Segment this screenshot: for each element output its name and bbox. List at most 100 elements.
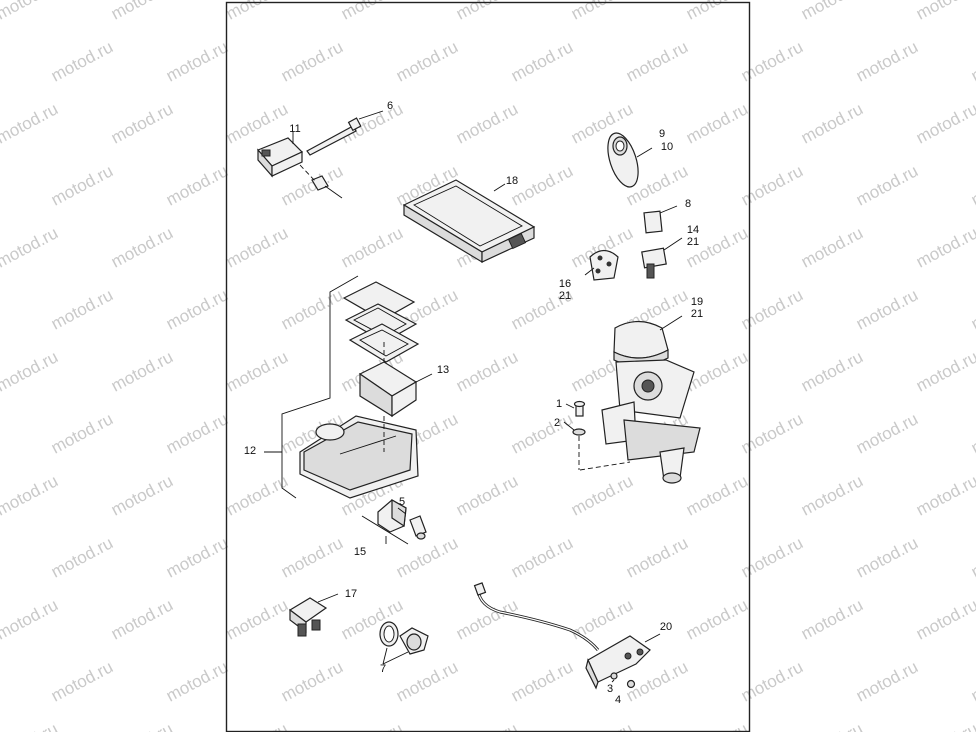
callout-labels: 11 6 18 9 10 8 14 21 16 21 19 21 13 12 1… [244,100,703,706]
callout-19: 19 [691,296,703,308]
callout-3: 3 [607,683,613,695]
watermark-text: motod.ru [163,409,231,457]
watermark-text: motod.ru [163,161,231,209]
watermark-text: motod.ru [393,533,461,581]
watermark-text: motod.ru [0,347,61,395]
watermark-text: motod.ru [738,37,806,85]
callout-12: 12 [244,445,256,457]
watermark-text: motod.ru [738,533,806,581]
watermark-text: motod.ru [508,161,576,209]
watermark-text: motod.ru [108,719,176,732]
watermark-text: motod.ru [968,657,976,705]
callout-13: 13 [437,364,449,376]
watermark-text: motod.ru [278,37,346,85]
callout-6: 6 [387,100,393,112]
cable-tie-part-6 [306,110,384,156]
watermark-text: motod.ru [223,595,291,643]
watermark-text: motod.ru [683,719,751,732]
watermark-text: motod.ru [0,285,1,333]
watermark-text: motod.ru [223,719,291,732]
callout-21a: 21 [687,236,699,248]
watermark-text: motod.ru [508,533,576,581]
watermark-text: motod.ru [0,471,61,519]
watermark-text: motod.ru [108,347,176,395]
watermark-text: motod.ru [913,0,976,24]
callout-11: 11 [289,123,300,135]
grommet-nut-part-7 [379,621,429,665]
watermark-text: motod.ru [798,99,866,147]
callout-1: 1 [556,398,562,410]
watermark-text: motod.ru [968,409,976,457]
watermark-text: motod.ru [623,533,691,581]
watermark-text: motod.ru [338,99,406,147]
watermark-text: motod.ru [913,223,976,271]
watermark-text: motod.ru [913,99,976,147]
watermark-text: motod.ru [0,595,61,643]
watermark-text: motod.ru [0,533,1,581]
watermark-text: motod.ru [163,533,231,581]
ignition-switch-part-19 [601,315,701,484]
watermark-text: motod.ru [278,657,346,705]
watermark-text: motod.ru [853,533,921,581]
watermark-text: motod.ru [913,719,976,732]
watermark-text: motod.ru [0,657,1,705]
watermark-text: motod.ru [453,471,521,519]
watermark-text: motod.ru [968,533,976,581]
key-fob-part-9-10 [607,132,653,188]
watermark-text: motod.ru [853,657,921,705]
watermark-text: motod.ru [108,471,176,519]
watermark-text: motod.ru [48,657,116,705]
watermark-text: motod.ru [568,719,636,732]
callout-10: 10 [661,141,673,153]
watermark-text: motod.ru [223,0,291,24]
watermark-text: motod.ru [568,595,636,643]
watermark-text: motod.ru [798,471,866,519]
watermark-text: motod.ru [453,719,521,732]
watermark-text: motod.ru [48,161,116,209]
watermark-text: motod.ru [223,347,291,395]
watermark-text: motod.ru [0,99,61,147]
watermark-text: motod.ru [0,161,1,209]
watermark-text: motod.ru [108,223,176,271]
watermark-text: motod.ru [163,657,231,705]
watermark-text: motod.ru [853,161,921,209]
watermark-text: motod.ru [163,285,231,333]
watermark-text: motod.ru [0,37,1,85]
watermark-text: motod.ru [508,409,576,457]
watermark-text: motod.ru [223,223,291,271]
watermark-text: motod.ru [683,471,751,519]
watermark-text: motod.ru [223,471,291,519]
watermark-text: motod.ru [508,37,576,85]
watermark-text: motod.ru [968,161,976,209]
watermark-text: motod.ru [738,285,806,333]
lock-cylinder-part-16 [584,249,619,281]
watermark-text: motod.ru [453,99,521,147]
cable-sensor-part-20 [473,582,661,690]
watermark-text: motod.ru [738,657,806,705]
callout-21b: 21 [559,290,571,302]
connector-part-11 [256,132,343,199]
watermark-text: motod.ru [453,595,521,643]
watermark-text: motod.ru [798,347,866,395]
watermark-text: motod.ru [393,37,461,85]
watermark-text: motod.ru [48,37,116,85]
watermark-text: motod.ru [508,657,576,705]
tray-assembly-part-12 [264,275,433,499]
callout-16: 16 [559,278,571,290]
watermark-text: motod.ru [738,161,806,209]
watermark-text: motod.ru [0,719,61,732]
watermark-text: motod.ru [798,0,866,24]
watermark-text: motod.ru [278,285,346,333]
watermark-text: motod.ru [968,285,976,333]
callout-4: 4 [615,694,621,706]
watermark-text: motod.ru [108,595,176,643]
watermark-text: motod.ru [108,99,176,147]
watermark-text: motod.ru [913,471,976,519]
watermark-text: motod.ru [853,409,921,457]
callout-8: 8 [685,198,691,210]
callout-9: 9 [659,128,665,140]
watermark-text: motod.ru [48,409,116,457]
watermark-text: motod.ru [48,285,116,333]
callout-2: 2 [554,417,560,429]
